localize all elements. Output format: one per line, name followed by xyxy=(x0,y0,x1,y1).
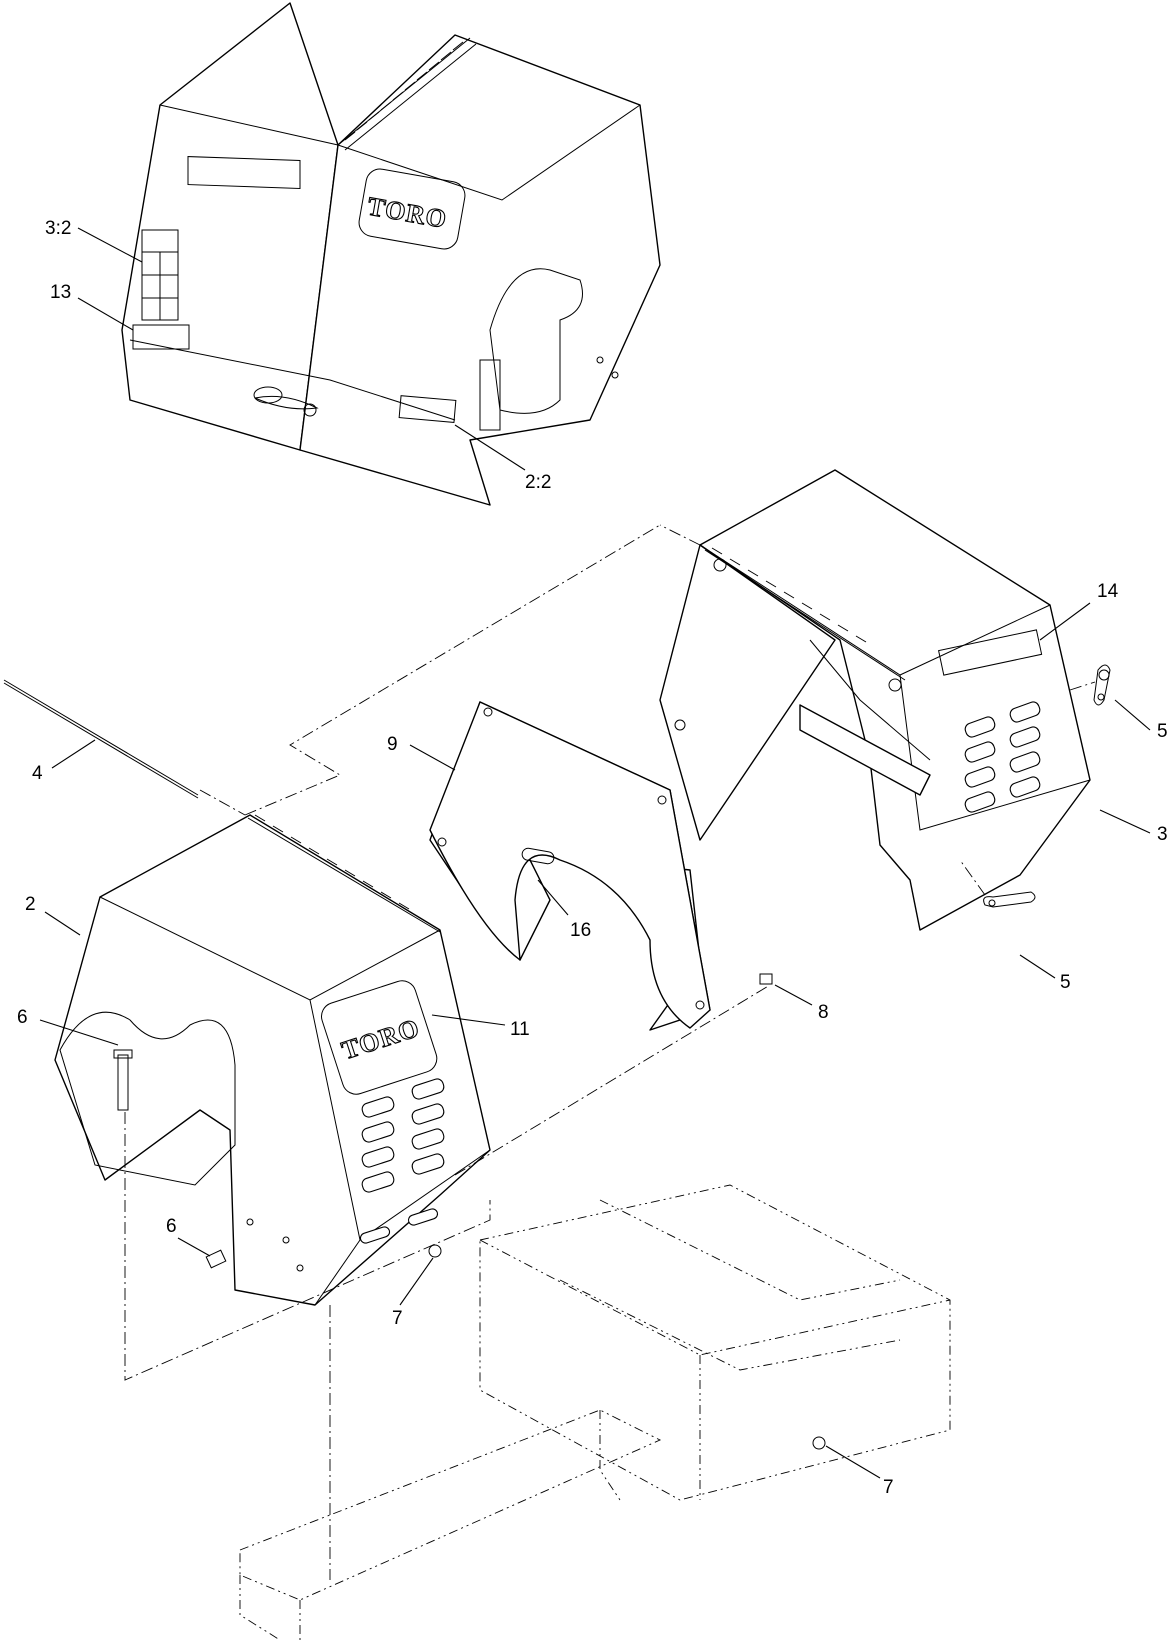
callout-8: 8 xyxy=(774,984,829,1023)
callout-5-lower: 5 xyxy=(1019,954,1071,993)
callout-9: 9 xyxy=(387,734,456,771)
bolt-part-8 xyxy=(759,973,773,985)
bolt-part-6-lower xyxy=(205,1249,227,1269)
svg-text:2: 2 xyxy=(25,894,36,915)
callout-6-lower: 6 xyxy=(166,1216,211,1257)
vent-slots-right xyxy=(964,701,1041,813)
svg-text:13: 13 xyxy=(50,282,71,303)
latch-top xyxy=(253,386,319,417)
assembled-cover: TORO xyxy=(121,2,661,506)
cover-part-2: TORO xyxy=(54,814,491,1306)
hinge-left xyxy=(247,814,441,933)
nut-part-7-right xyxy=(812,1436,826,1450)
callout-13: 13 xyxy=(50,282,134,331)
svg-text:2:2: 2:2 xyxy=(525,472,551,493)
svg-text:5: 5 xyxy=(1060,972,1071,993)
callout-6-upper: 6 xyxy=(17,1007,119,1046)
cover-part-3 xyxy=(659,469,1091,931)
hinge-rod-part-4 xyxy=(3,679,199,799)
callout-16: 16 xyxy=(537,879,591,941)
callout-5-upper: 5 xyxy=(1114,699,1168,742)
hinge-top xyxy=(337,37,477,151)
warning-decal xyxy=(141,229,179,321)
assembly-lines xyxy=(124,524,1096,1580)
callout-11: 11 xyxy=(431,1014,530,1040)
bolt-part-6-upper xyxy=(113,1049,133,1111)
svg-text:6: 6 xyxy=(17,1007,28,1028)
plate-part-9 xyxy=(429,701,711,1031)
svg-text:8: 8 xyxy=(818,1002,829,1023)
callout-2: 2 xyxy=(25,894,81,936)
callout-3: 3 xyxy=(1099,809,1168,845)
callout-3-2: 3:2 xyxy=(45,218,143,263)
nut-part-7-left xyxy=(428,1244,442,1258)
svg-text:3: 3 xyxy=(1157,824,1168,845)
svg-text:7: 7 xyxy=(392,1308,403,1329)
latch-part-5-lower xyxy=(983,891,1036,908)
svg-text:5: 5 xyxy=(1157,721,1168,742)
callout-7-left: 7 xyxy=(392,1257,434,1329)
hinge-right xyxy=(704,547,906,681)
callout-4: 4 xyxy=(32,739,96,784)
svg-text:3:2: 3:2 xyxy=(45,218,71,239)
callout-14: 14 xyxy=(1039,581,1119,641)
svg-text:16: 16 xyxy=(570,920,591,941)
svg-text:11: 11 xyxy=(510,1019,530,1040)
svg-text:6: 6 xyxy=(166,1216,177,1237)
svg-text:7: 7 xyxy=(883,1477,894,1498)
svg-text:9: 9 xyxy=(387,734,398,755)
svg-text:14: 14 xyxy=(1097,581,1119,602)
callout-2-2: 2:2 xyxy=(454,424,551,493)
vent-slots-left xyxy=(359,1078,445,1244)
frame-phantom xyxy=(239,1184,951,1641)
callout-7-right: 7 xyxy=(825,1445,894,1498)
latch-part-5-upper xyxy=(1093,664,1111,706)
svg-text:4: 4 xyxy=(32,763,43,784)
